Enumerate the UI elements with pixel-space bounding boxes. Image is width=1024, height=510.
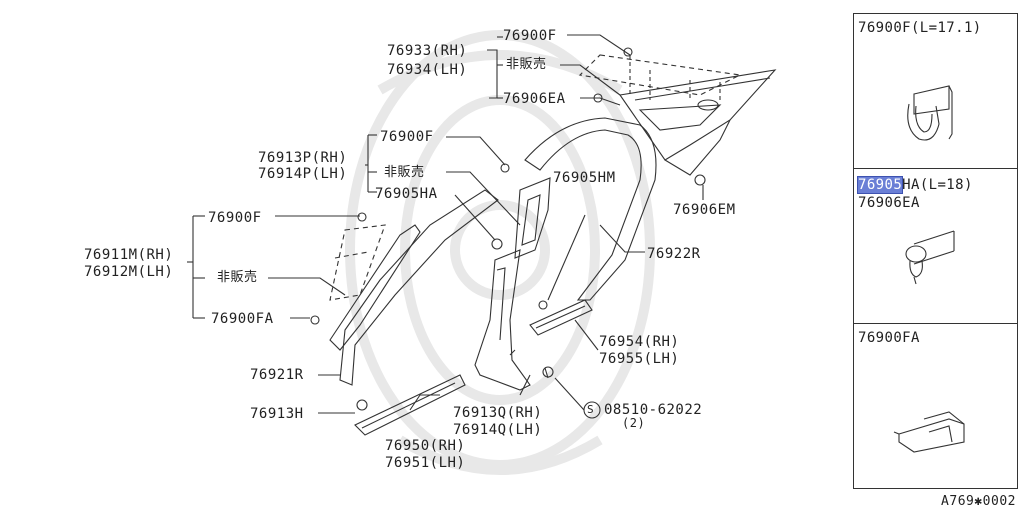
clip-76900fa-drawing	[893, 411, 965, 453]
label-not-for-sale-left: 非販売	[217, 270, 258, 285]
label-76951: 76951(LH)	[385, 455, 466, 471]
highlighted-part-number: 76905	[856, 176, 904, 194]
detail-title-rest: HA(L=18)	[902, 177, 973, 193]
clip-76905ha-drawing	[905, 230, 955, 285]
label-76955: 76955(LH)	[599, 351, 680, 367]
label-76914p: 76914P(LH)	[258, 166, 348, 182]
label-76914q: 76914Q(LH)	[453, 422, 543, 438]
label-76905hm: 76905HM	[553, 170, 616, 186]
detail-subtitle-76906ea: 76906EA	[858, 195, 920, 211]
clip-76900f-drawing	[907, 85, 953, 141]
label-76950: 76950(RH)	[385, 438, 466, 454]
detail-title-76900fa: 76900FA	[858, 330, 920, 346]
screw-symbol: S	[587, 403, 595, 416]
label-76913q: 76913Q(RH)	[453, 405, 543, 421]
detail-panel-76900fa: 76900FA	[853, 323, 1018, 489]
label-not-for-sale-mid: 非販売	[384, 165, 425, 180]
label-76922r: 76922R	[647, 246, 701, 262]
screw-symbol-circle	[583, 401, 601, 419]
label-76900f-mid: 76900F	[380, 129, 434, 145]
label-76906ea: 76906EA	[503, 91, 566, 107]
label-76913p: 76913P(RH)	[258, 150, 348, 166]
label-76911m: 76911M(RH)	[84, 247, 174, 263]
label-76900f-left: 76900F	[208, 210, 262, 226]
label-76934: 76934(LH)	[387, 62, 468, 78]
detail-panel-76905ha: 76905HA(L=18) 76906EA	[853, 168, 1018, 325]
label-76954: 76954(RH)	[599, 334, 680, 350]
label-76921r: 76921R	[250, 367, 304, 383]
label-screw-qty: (2)	[622, 416, 646, 430]
label-76900f-top: 76900F	[503, 28, 557, 44]
label-76933: 76933(RH)	[387, 43, 468, 59]
detail-title-76900f: 76900F(L=17.1)	[858, 20, 982, 36]
label-76905ha: 76905HA	[375, 186, 438, 202]
label-76900fa: 76900FA	[211, 311, 274, 327]
label-not-for-sale-top: 非販売	[506, 57, 547, 72]
label-screw-08510-62022: 08510-62022	[604, 402, 703, 418]
diagram-reference-code: A769✱0002	[941, 494, 1016, 509]
label-76912m: 76912M(LH)	[84, 264, 174, 280]
label-76913h: 76913H	[250, 406, 304, 422]
detail-panel-76900f: 76900F(L=17.1)	[853, 13, 1018, 170]
detail-title-76905ha: 76905HA(L=18)	[856, 176, 973, 194]
label-76906em: 76906EM	[673, 202, 736, 218]
